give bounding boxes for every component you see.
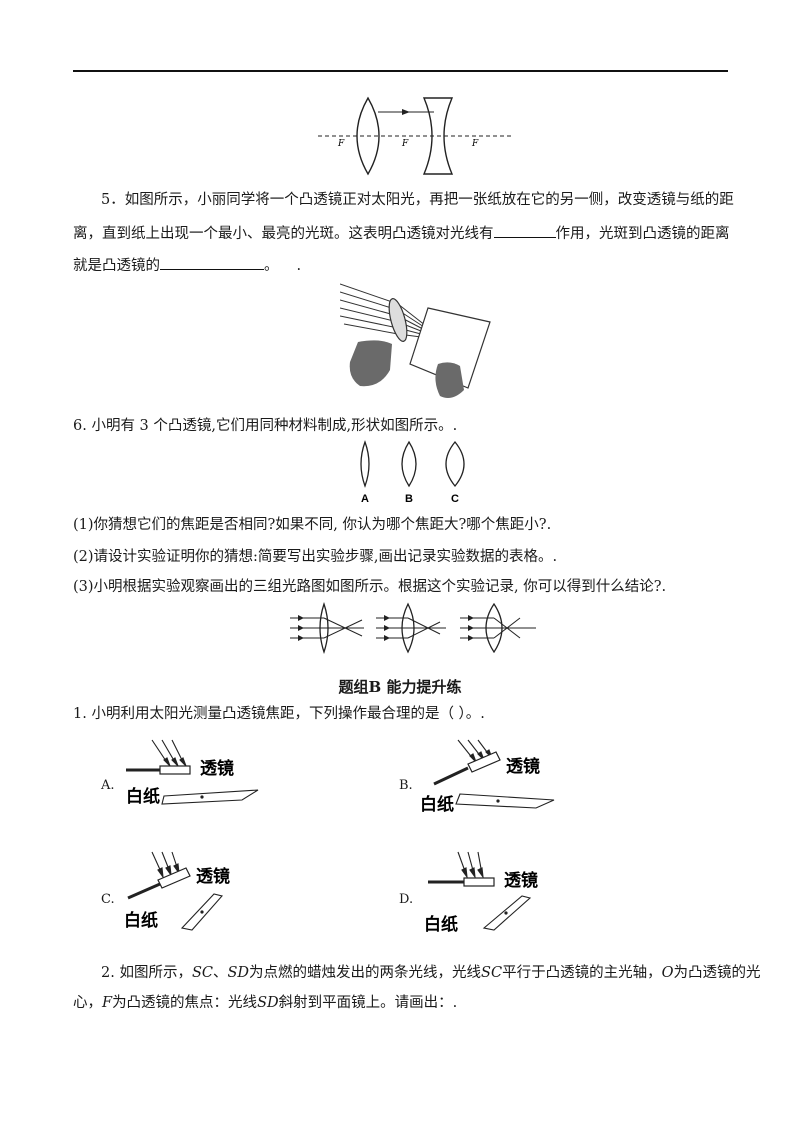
paper-text: 白纸 — [126, 786, 160, 807]
focus-label-1: F — [337, 139, 345, 149]
b1-stem: 1. 小明利用太阳光测量凸透镜焦距，下列操作最合理的是（ ）。. — [73, 706, 485, 722]
lens-block — [463, 877, 495, 887]
symbol-f: F — [102, 995, 113, 1011]
paper-sheet — [455, 793, 555, 809]
option-d-figure: 透镜 白纸 — [424, 851, 538, 932]
q5-line1: 5．如图所示，小丽同学将一个凸透镜正对太阳光，再把一张纸放在它的另一侧，改变透镜… — [101, 192, 734, 208]
b2-line2: 心，F为凸透镜的焦点：光线SD斜射到平面镜上。请画出：. — [73, 996, 457, 1011]
header-rule — [73, 70, 728, 72]
b2-line2-c: 斜射到平面镜上。请画出：. — [278, 995, 458, 1011]
focus-label-3: F — [471, 139, 479, 149]
symbol-sd-2: SD — [257, 995, 279, 1011]
ray-diagrams-figure — [290, 601, 536, 655]
q5-line2-b: 作用，光斑到凸透镜的距离 — [555, 226, 730, 242]
lens-block — [157, 867, 191, 889]
lens-block — [159, 765, 191, 775]
paper-sheet — [409, 307, 491, 389]
option-b-figure: 透镜 白纸 — [420, 739, 555, 815]
q5-line2: 离，直到纸上出现一个最小、最亮的光斑。这表明凸透镜对光线有 作用，光斑到凸透镜的距… — [73, 224, 730, 242]
option-c-label: C. — [101, 892, 115, 907]
option-b-label: B. — [399, 778, 413, 793]
b2-line1-e: 为凸透镜的光 — [673, 965, 761, 981]
convex-lens — [388, 298, 408, 342]
option-a-label: A. — [101, 778, 115, 793]
b2-line1-a: 2. 如图所示， — [101, 965, 192, 981]
q5-blank-2 — [160, 256, 264, 270]
right-hand — [435, 362, 464, 398]
q6-stem: 6. 小明有 3 个凸透镜,它们用同种材料制成,形状如图所示。. — [73, 418, 458, 434]
focus-label-2: F — [401, 139, 409, 149]
b2-line1-c: 为点燃的蜡烛发出的两条光线，光线 — [249, 965, 482, 981]
lens-label-c: C — [451, 493, 459, 505]
holder-stick — [127, 882, 161, 900]
lens-c — [445, 440, 465, 488]
option-c-figure: 透镜 白纸 — [124, 851, 230, 931]
convex-lens — [356, 96, 380, 176]
q5-line3-a: 就是凸透镜的 — [73, 258, 160, 274]
b2-line1: 2. 如图所示，SC、SD为点燃的蜡烛发出的两条光线，光线SC平行于凸透镜的主光… — [101, 966, 760, 981]
lens-a — [360, 440, 370, 488]
q5-blank-1 — [493, 224, 556, 238]
q6-sub2: (2)请设计实验证明你的猜想:简要写出实验步骤,画出记录实验数据的表格。. — [73, 549, 558, 565]
symbol-sc: SC — [191, 965, 213, 981]
sunlight-lens-paper-figure — [340, 283, 491, 398]
option-d-label: D. — [399, 892, 414, 907]
paper-sheet — [161, 789, 259, 805]
b2-line1-d: 平行于凸透镜的主光轴， — [502, 965, 662, 981]
lens-text: 透镜 — [506, 756, 540, 777]
concave-lens — [422, 97, 454, 175]
paper-text: 白纸 — [420, 794, 454, 815]
lens-label-a: A — [361, 493, 369, 505]
symbol-sc-2: SC — [481, 965, 503, 981]
left-hand — [349, 340, 392, 387]
q5-line2-a: 离，直到纸上出现一个最小、最亮的光斑。这表明凸透镜对光线有 — [73, 226, 494, 242]
option-a-figure: 透镜 白纸 — [126, 739, 259, 807]
lens-label-b: B — [405, 493, 413, 505]
q6-sub1: (1)你猜想它们的焦距是否相同?如果不同, 你认为哪个焦距大?哪个焦距小?. — [73, 517, 552, 533]
q5-line3: 就是凸透镜的 。. — [73, 256, 301, 274]
lens-text: 透镜 — [196, 866, 230, 887]
symbol-o: O — [661, 965, 674, 981]
paper-text: 白纸 — [124, 910, 158, 931]
q5-line3-c: . — [296, 258, 302, 274]
lens-text: 透镜 — [504, 870, 538, 891]
lens-block — [467, 751, 501, 773]
holder-stick — [433, 766, 469, 786]
three-convex-lenses-figure: A B C — [360, 440, 465, 505]
b2-line2-a: 心， — [73, 995, 102, 1011]
q6-sub3: (3)小明根据实验观察画出的三组光路图如图所示。根据这个实验记录, 你可以得到什… — [73, 579, 667, 595]
symbol-sd: SD — [227, 965, 250, 981]
b2-line1-b: 、 — [212, 965, 228, 981]
paper-text: 白纸 — [424, 914, 458, 932]
lens-b — [401, 440, 417, 488]
lens-pair-figure: F F F — [318, 96, 514, 176]
lens-text: 透镜 — [200, 758, 234, 779]
section-b-title: 题组B 能力提升练 — [338, 678, 462, 696]
q5-line3-b: 。 — [264, 258, 279, 274]
b2-line2-b: 为凸透镜的焦点：光线 — [112, 995, 258, 1011]
